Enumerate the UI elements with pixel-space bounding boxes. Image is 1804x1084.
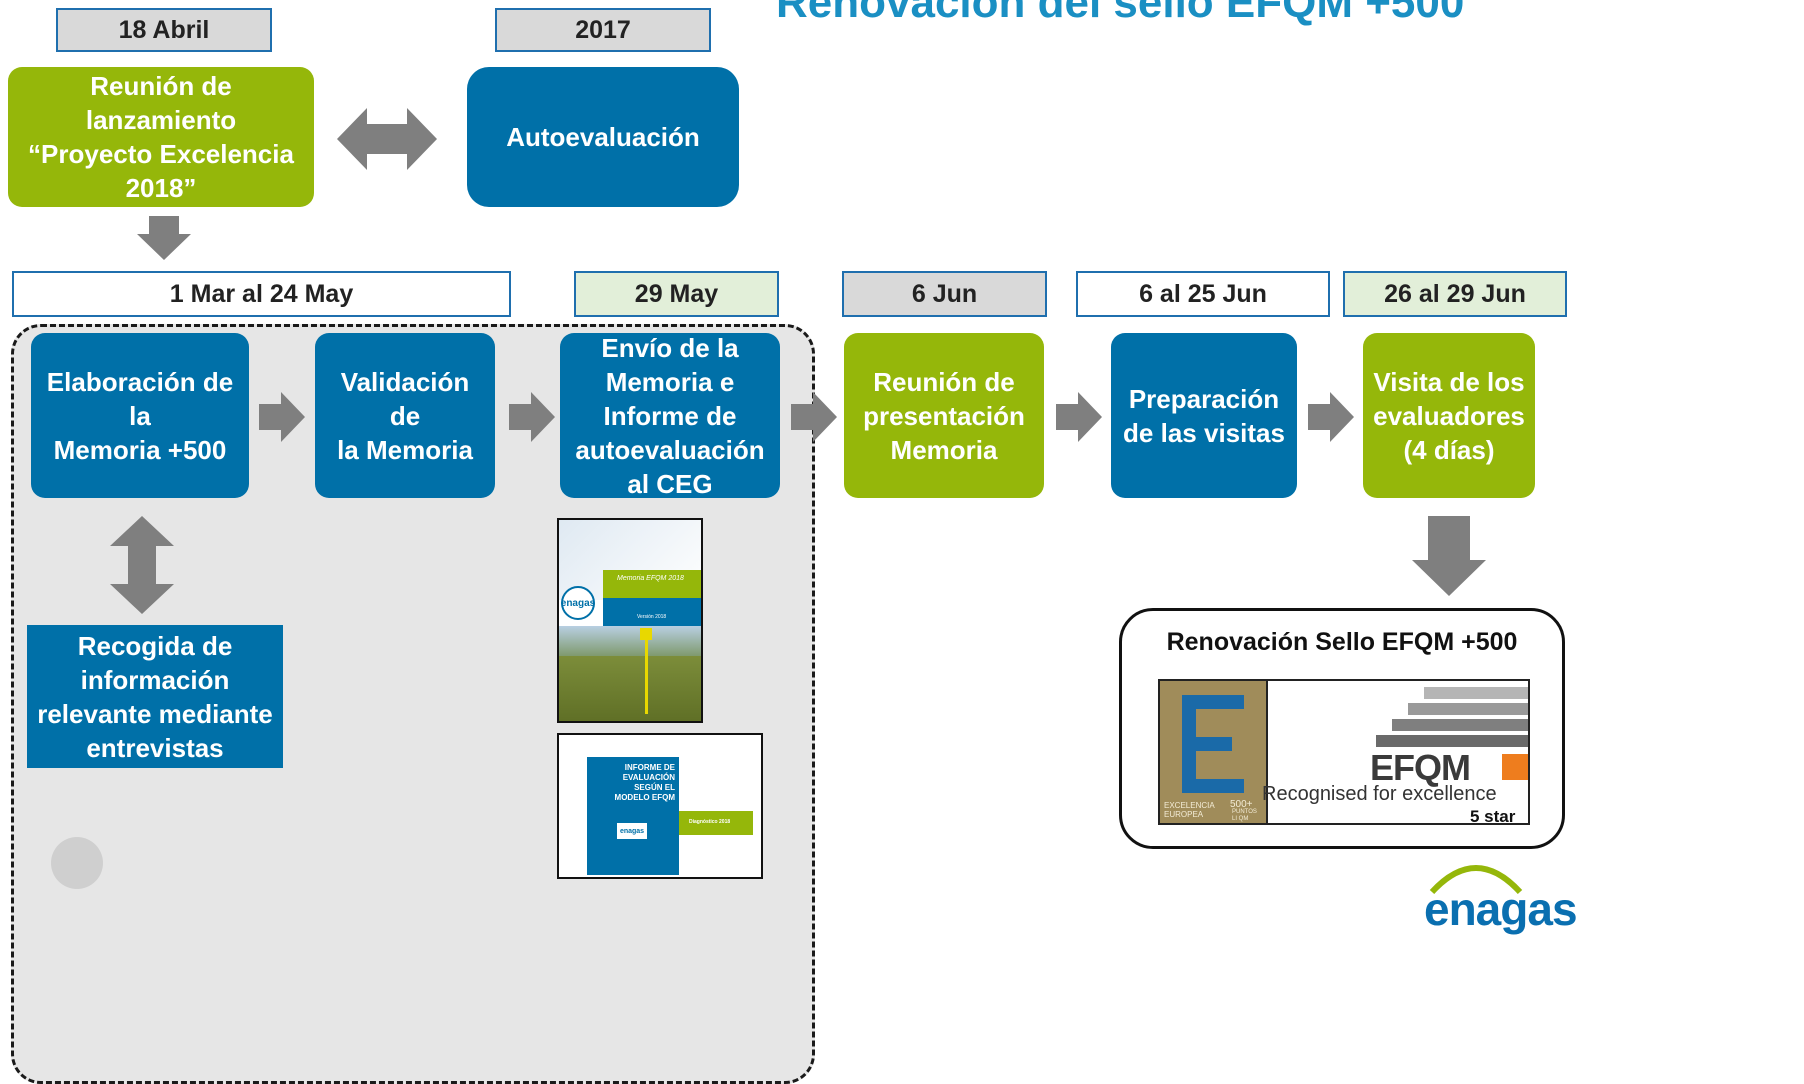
evaluation-report-image: INFORME DE EVALUACIÓN SEGÚN EL MODELO EF…	[557, 733, 763, 879]
excellence-e-icon	[1182, 695, 1244, 793]
double-arrow-horizontal-icon	[337, 108, 437, 170]
decorative-circle	[51, 837, 103, 889]
presentation-meeting-box: Reunión de presentación Memoria	[844, 333, 1044, 498]
enagas-logo-small: enagas	[561, 586, 595, 620]
self-evaluation-box: Autoevaluación	[467, 67, 739, 207]
date-label-send: 29 May	[574, 271, 779, 317]
arrow-right-icon	[1056, 392, 1102, 442]
report-heading: INFORME DE EVALUACIÓN SEGÚN EL MODELO EF…	[614, 763, 675, 802]
seal-points-text: PUNTOS LI QM	[1232, 809, 1257, 822]
seal-500-text: 500+	[1230, 799, 1253, 810]
memoria-cover-image: Memoria EFQM 2018 Versión 2018 enagas	[557, 518, 703, 723]
memoria-cover-title: Memoria EFQM 2018	[617, 575, 684, 582]
date-label-elaboration: 1 Mar al 24 May	[12, 271, 511, 317]
result-title: Renovación Sello EFQM +500	[1166, 628, 1518, 656]
visit-preparation-box: Preparación de las visitas	[1111, 333, 1297, 498]
arrow-right-icon	[509, 392, 555, 442]
arrow-right-icon	[1308, 392, 1354, 442]
enagas-logo-tiny: enagas	[617, 823, 647, 839]
efqm-seal-image: EXCELENCIA EUROPEA 500+ PUNTOS LI QM EFQ…	[1158, 679, 1530, 825]
double-arrow-vertical-icon	[110, 516, 174, 614]
efqm-wordmark: EFQM	[1370, 747, 1471, 788]
five-star-text: 5 star	[1470, 807, 1516, 825]
date-label-presentation: 6 Jun	[842, 271, 1047, 317]
date-label-visit: 26 al 29 Jun	[1343, 271, 1567, 317]
arrow-down-icon	[1412, 516, 1486, 596]
evaluator-visit-box: Visita de los evaluadores (4 días)	[1363, 333, 1535, 498]
information-collection-box: Recogida de información relevante median…	[27, 625, 283, 768]
report-tag: Diagnóstico 2018	[689, 819, 731, 825]
page-title: Renovación del sello EFQM +500	[776, 0, 1465, 27]
efqm-orange-square	[1502, 754, 1528, 780]
arrow-right-icon	[259, 392, 305, 442]
arrow-right-icon	[791, 392, 837, 442]
launch-meeting-box: Reunión de lanzamiento “Proyecto Excelen…	[8, 67, 314, 207]
send-report-box: Envío de la Memoria e Informe de autoeva…	[560, 333, 780, 499]
enagas-logo: enagas	[1424, 883, 1578, 935]
elaboration-box: Elaboración de la Memoria +500	[31, 333, 249, 498]
date-label-launch: 18 Abril	[56, 8, 272, 52]
seal-excelencia-text: EXCELENCIA EUROPEA	[1164, 801, 1215, 819]
date-label-selfeval: 2017	[495, 8, 711, 52]
enagas-logo-arc-icon	[1429, 865, 1523, 894]
date-label-preparation: 6 al 25 Jun	[1076, 271, 1330, 317]
recognised-text: Recognised for excellence	[1262, 783, 1497, 805]
validation-box: Validación de la Memoria	[315, 333, 495, 498]
memoria-cover-version: Versión 2018	[637, 614, 667, 620]
arrow-down-icon	[137, 216, 191, 260]
